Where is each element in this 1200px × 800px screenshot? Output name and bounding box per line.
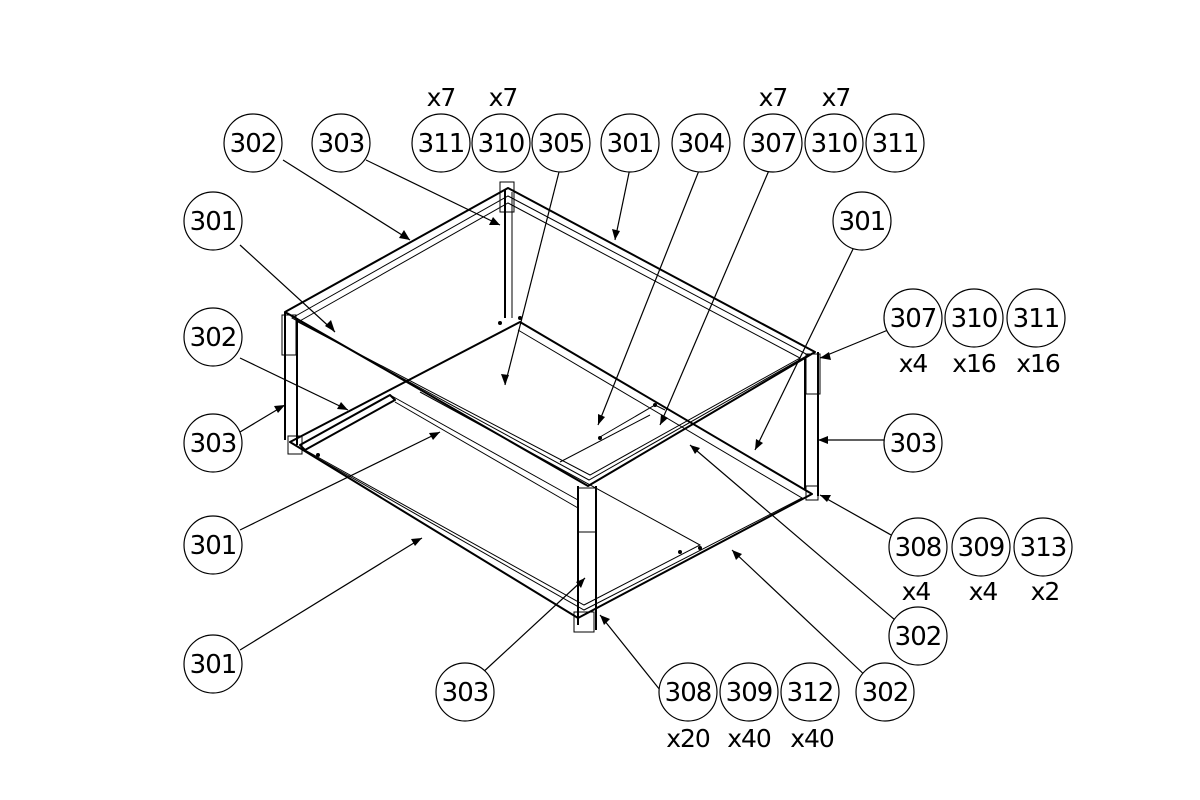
svg-text:309: 309 xyxy=(726,678,773,708)
balloon-313-right: 313 xyxy=(1013,517,1073,577)
balloon-311-top: 311 xyxy=(411,113,471,173)
svg-text:309: 309 xyxy=(958,533,1005,563)
balloon-301-bottom-left: 301 xyxy=(183,634,243,694)
balloon-302-right-lower: 302 xyxy=(888,606,948,666)
frame-structure xyxy=(281,181,821,633)
leader-lines xyxy=(239,159,901,691)
balloon-310-top-right: 310 xyxy=(804,113,864,173)
balloon-305: 305 xyxy=(531,113,591,173)
svg-text:310: 310 xyxy=(811,129,858,159)
balloon-301-left-lower: 301 xyxy=(183,515,243,575)
svg-text:307: 307 xyxy=(890,304,937,334)
qty-309-right: x4 xyxy=(969,577,998,606)
svg-text:311: 311 xyxy=(1013,304,1060,334)
balloon-311-right: 311 xyxy=(1006,288,1066,348)
balloon-301-right-upper: 301 xyxy=(832,191,892,251)
qty-310-top-right: x7 xyxy=(822,83,851,112)
balloon-308-right: 308 xyxy=(888,517,948,577)
balloon-302-left-mid: 302 xyxy=(183,307,243,367)
svg-text:301: 301 xyxy=(607,129,654,159)
svg-text:303: 303 xyxy=(442,678,489,708)
qty-310-right: x16 xyxy=(952,349,996,378)
svg-text:313: 313 xyxy=(1020,533,1067,563)
balloon-303-left-mid: 303 xyxy=(183,413,243,473)
svg-text:301: 301 xyxy=(190,650,237,680)
balloon-310-right: 310 xyxy=(944,288,1004,348)
svg-text:301: 301 xyxy=(839,207,886,237)
svg-text:303: 303 xyxy=(890,429,937,459)
qty-307-top: x7 xyxy=(759,83,788,112)
svg-text:303: 303 xyxy=(318,129,365,159)
qty-311-right: x16 xyxy=(1016,349,1060,378)
svg-text:301: 301 xyxy=(190,207,237,237)
balloon-308-bottom: 308 xyxy=(658,662,718,722)
balloon-303-top-left: 303 xyxy=(311,113,371,173)
svg-text:310: 310 xyxy=(478,129,525,159)
balloon-303-right-mid: 303 xyxy=(883,413,943,473)
svg-text:302: 302 xyxy=(190,323,237,353)
svg-text:307: 307 xyxy=(750,129,797,159)
quantity-labels: x7 x7 x7 x7 x4 x16 x16 x4 x4 x2 x20 x40 … xyxy=(427,83,1061,753)
balloon-303-bottom: 303 xyxy=(435,662,495,722)
balloon-301-top: 301 xyxy=(600,113,660,173)
svg-text:303: 303 xyxy=(190,429,237,459)
svg-text:311: 311 xyxy=(418,129,465,159)
svg-text:308: 308 xyxy=(665,678,712,708)
svg-text:301: 301 xyxy=(190,531,237,561)
balloon-304: 304 xyxy=(671,113,731,173)
svg-text:308: 308 xyxy=(895,533,942,563)
svg-text:312: 312 xyxy=(787,678,834,708)
qty-311-top: x7 xyxy=(427,83,456,112)
balloons: 302 303 311 310 305 301 304 307 310 311 … xyxy=(183,113,1073,722)
balloon-302-bottom-right: 302 xyxy=(855,662,915,722)
svg-text:311: 311 xyxy=(872,129,919,159)
balloon-309-bottom: 309 xyxy=(719,662,779,722)
balloon-310-top: 310 xyxy=(471,113,531,173)
svg-text:304: 304 xyxy=(678,129,725,159)
balloon-307-top: 307 xyxy=(743,113,803,173)
svg-text:302: 302 xyxy=(895,622,942,652)
svg-text:305: 305 xyxy=(538,129,585,159)
qty-309-bottom: x40 xyxy=(727,724,771,753)
qty-308-bottom: x20 xyxy=(666,724,710,753)
qty-313-right: x2 xyxy=(1031,577,1060,606)
balloon-307-right: 307 xyxy=(883,288,943,348)
svg-text:302: 302 xyxy=(230,129,277,159)
balloon-302-top-left: 302 xyxy=(223,113,283,173)
qty-312-bottom: x40 xyxy=(790,724,834,753)
balloon-312-bottom: 312 xyxy=(780,662,840,722)
svg-text:302: 302 xyxy=(862,678,909,708)
qty-308-right: x4 xyxy=(902,577,931,606)
balloon-309-right: 309 xyxy=(951,517,1011,577)
qty-310-top: x7 xyxy=(489,83,518,112)
qty-307-right: x4 xyxy=(899,349,928,378)
svg-text:310: 310 xyxy=(951,304,998,334)
balloon-301-left-upper: 301 xyxy=(183,191,243,251)
balloon-311-top-right: 311 xyxy=(865,113,925,173)
